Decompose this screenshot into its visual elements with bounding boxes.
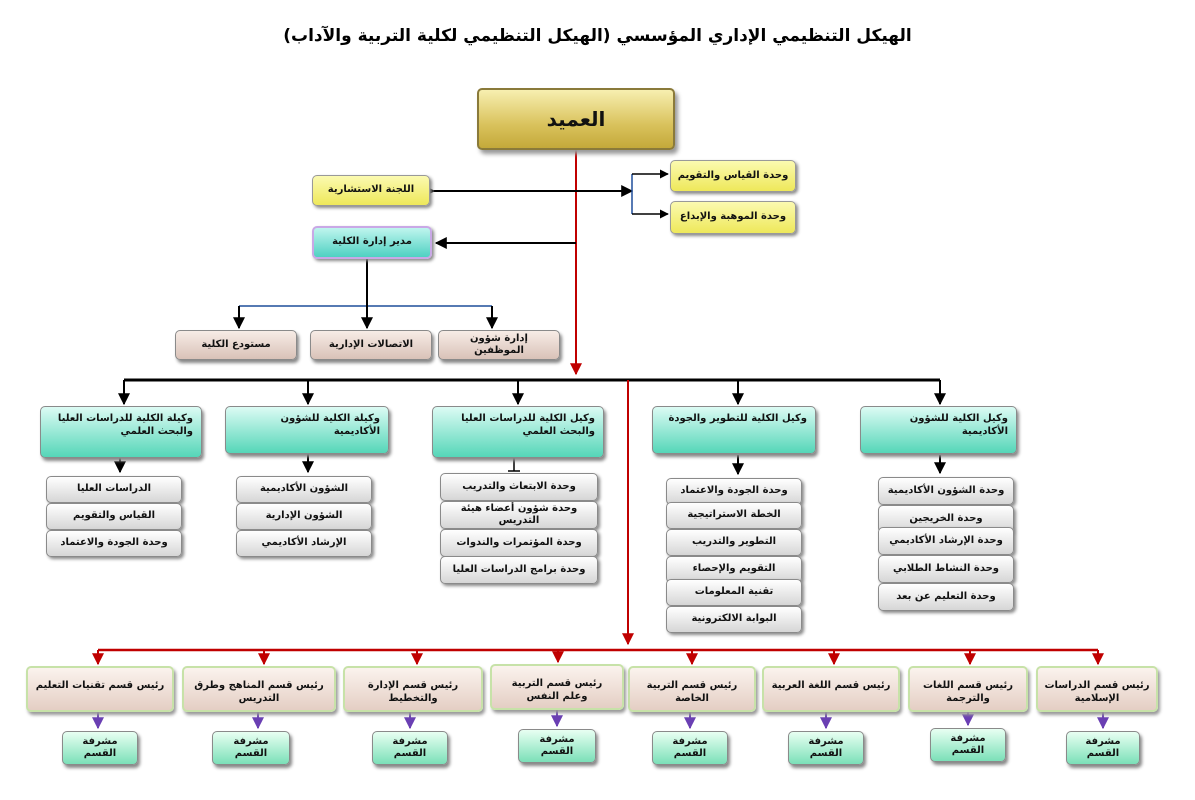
unit-item[interactable]: وحدة شؤون أعضاء هيئة التدريس: [440, 501, 598, 529]
unit-item[interactable]: وحدة الجودة والاعتماد: [666, 478, 802, 505]
unit-item[interactable]: الشؤون الأكاديمية: [236, 476, 372, 503]
dept-supervisor[interactable]: مشرفة القسم: [930, 728, 1006, 762]
dept-head-edtech[interactable]: رئيس قسم تقنيات التعليم: [26, 666, 174, 712]
vice-dean-academic[interactable]: وكيل الكلية للشؤون الأكاديمية: [860, 406, 1017, 454]
dept-head-curricula[interactable]: رئيس قسم المناهج وطرق التدريس: [182, 666, 336, 712]
college-director-box[interactable]: مدير إدارة الكلية: [312, 226, 432, 259]
unit-item[interactable]: وحدة الابتعاث والتدريب: [440, 473, 598, 501]
unit-item[interactable]: وحدة النشاط الطلابي: [878, 555, 1014, 583]
admin-unit-hr[interactable]: إدارة شؤون الموظفين: [438, 330, 560, 360]
vice-dean-female-graduate[interactable]: وكيلة الكلية للدراسات العليا والبحث العل…: [40, 406, 202, 458]
dept-supervisor[interactable]: مشرفة القسم: [372, 731, 448, 765]
unit-item[interactable]: الخطة الاستراتيجية: [666, 502, 802, 529]
measurement-unit-box[interactable]: وحدة القياس والتقويم: [670, 160, 796, 192]
unit-item[interactable]: الدراسات العليا: [46, 476, 182, 503]
dean-box[interactable]: العميد: [477, 88, 675, 150]
unit-item[interactable]: تقنية المعلومات: [666, 579, 802, 606]
unit-item[interactable]: وحدة برامج الدراسات العليا: [440, 556, 598, 584]
unit-item[interactable]: الإرشاد الأكاديمي: [236, 530, 372, 557]
dept-supervisor[interactable]: مشرفة القسم: [788, 731, 864, 765]
talent-unit-box[interactable]: وحدة الموهبة والإبداع: [670, 201, 796, 234]
unit-item[interactable]: وحدة المؤتمرات والندوات: [440, 529, 598, 557]
unit-item[interactable]: وحدة الشؤون الأكاديمية: [878, 477, 1014, 505]
admin-unit-communications[interactable]: الاتصالات الإدارية: [310, 330, 432, 360]
dept-supervisor[interactable]: مشرفة القسم: [518, 729, 596, 763]
unit-item[interactable]: البوابة الالكترونية: [666, 606, 802, 633]
unit-item[interactable]: وحدة التعليم عن بعد: [878, 583, 1014, 611]
dept-head-special-ed[interactable]: رئيس قسم التربية الخاصة: [628, 666, 756, 712]
dept-head-arabic[interactable]: رئيس قسم اللغة العربية: [762, 666, 900, 712]
dept-head-psychology[interactable]: رئيس قسم التربية وعلم النفس: [490, 664, 624, 710]
dept-supervisor[interactable]: مشرفة القسم: [212, 731, 290, 765]
dept-supervisor[interactable]: مشرفة القسم: [652, 731, 728, 765]
vice-dean-female-academic[interactable]: وكيلة الكلية للشؤون الأكاديمية: [225, 406, 389, 454]
dept-head-islamic[interactable]: رئيس قسم الدراسات الإسلامية: [1036, 666, 1158, 712]
dept-head-languages[interactable]: رئيس قسم اللغات والترجمة: [908, 666, 1028, 712]
vice-dean-graduate[interactable]: وكيل الكلية للدراسات العليا والبحث العلم…: [432, 406, 604, 458]
dept-supervisor[interactable]: مشرفة القسم: [62, 731, 138, 765]
dept-head-management[interactable]: رئيس قسم الإدارة والتخطيط: [343, 666, 483, 712]
unit-item[interactable]: القياس والتقويم: [46, 503, 182, 530]
unit-item[interactable]: الشؤون الإدارية: [236, 503, 372, 530]
page-title: الهيكل التنظيمي الإداري المؤسسي (الهيكل …: [283, 26, 912, 46]
unit-item[interactable]: وحدة الجودة والاعتماد: [46, 530, 182, 557]
dept-supervisor[interactable]: مشرفة القسم: [1066, 731, 1140, 765]
advisory-committee-box[interactable]: اللجنة الاستشارية: [312, 175, 430, 206]
admin-unit-warehouse[interactable]: مستودع الكلية: [175, 330, 297, 360]
unit-item[interactable]: التطوير والتدريب: [666, 529, 802, 556]
vice-dean-development[interactable]: وكيل الكلية للتطوير والجودة: [652, 406, 816, 454]
unit-item[interactable]: وحدة الإرشاد الأكاديمي: [878, 527, 1014, 555]
